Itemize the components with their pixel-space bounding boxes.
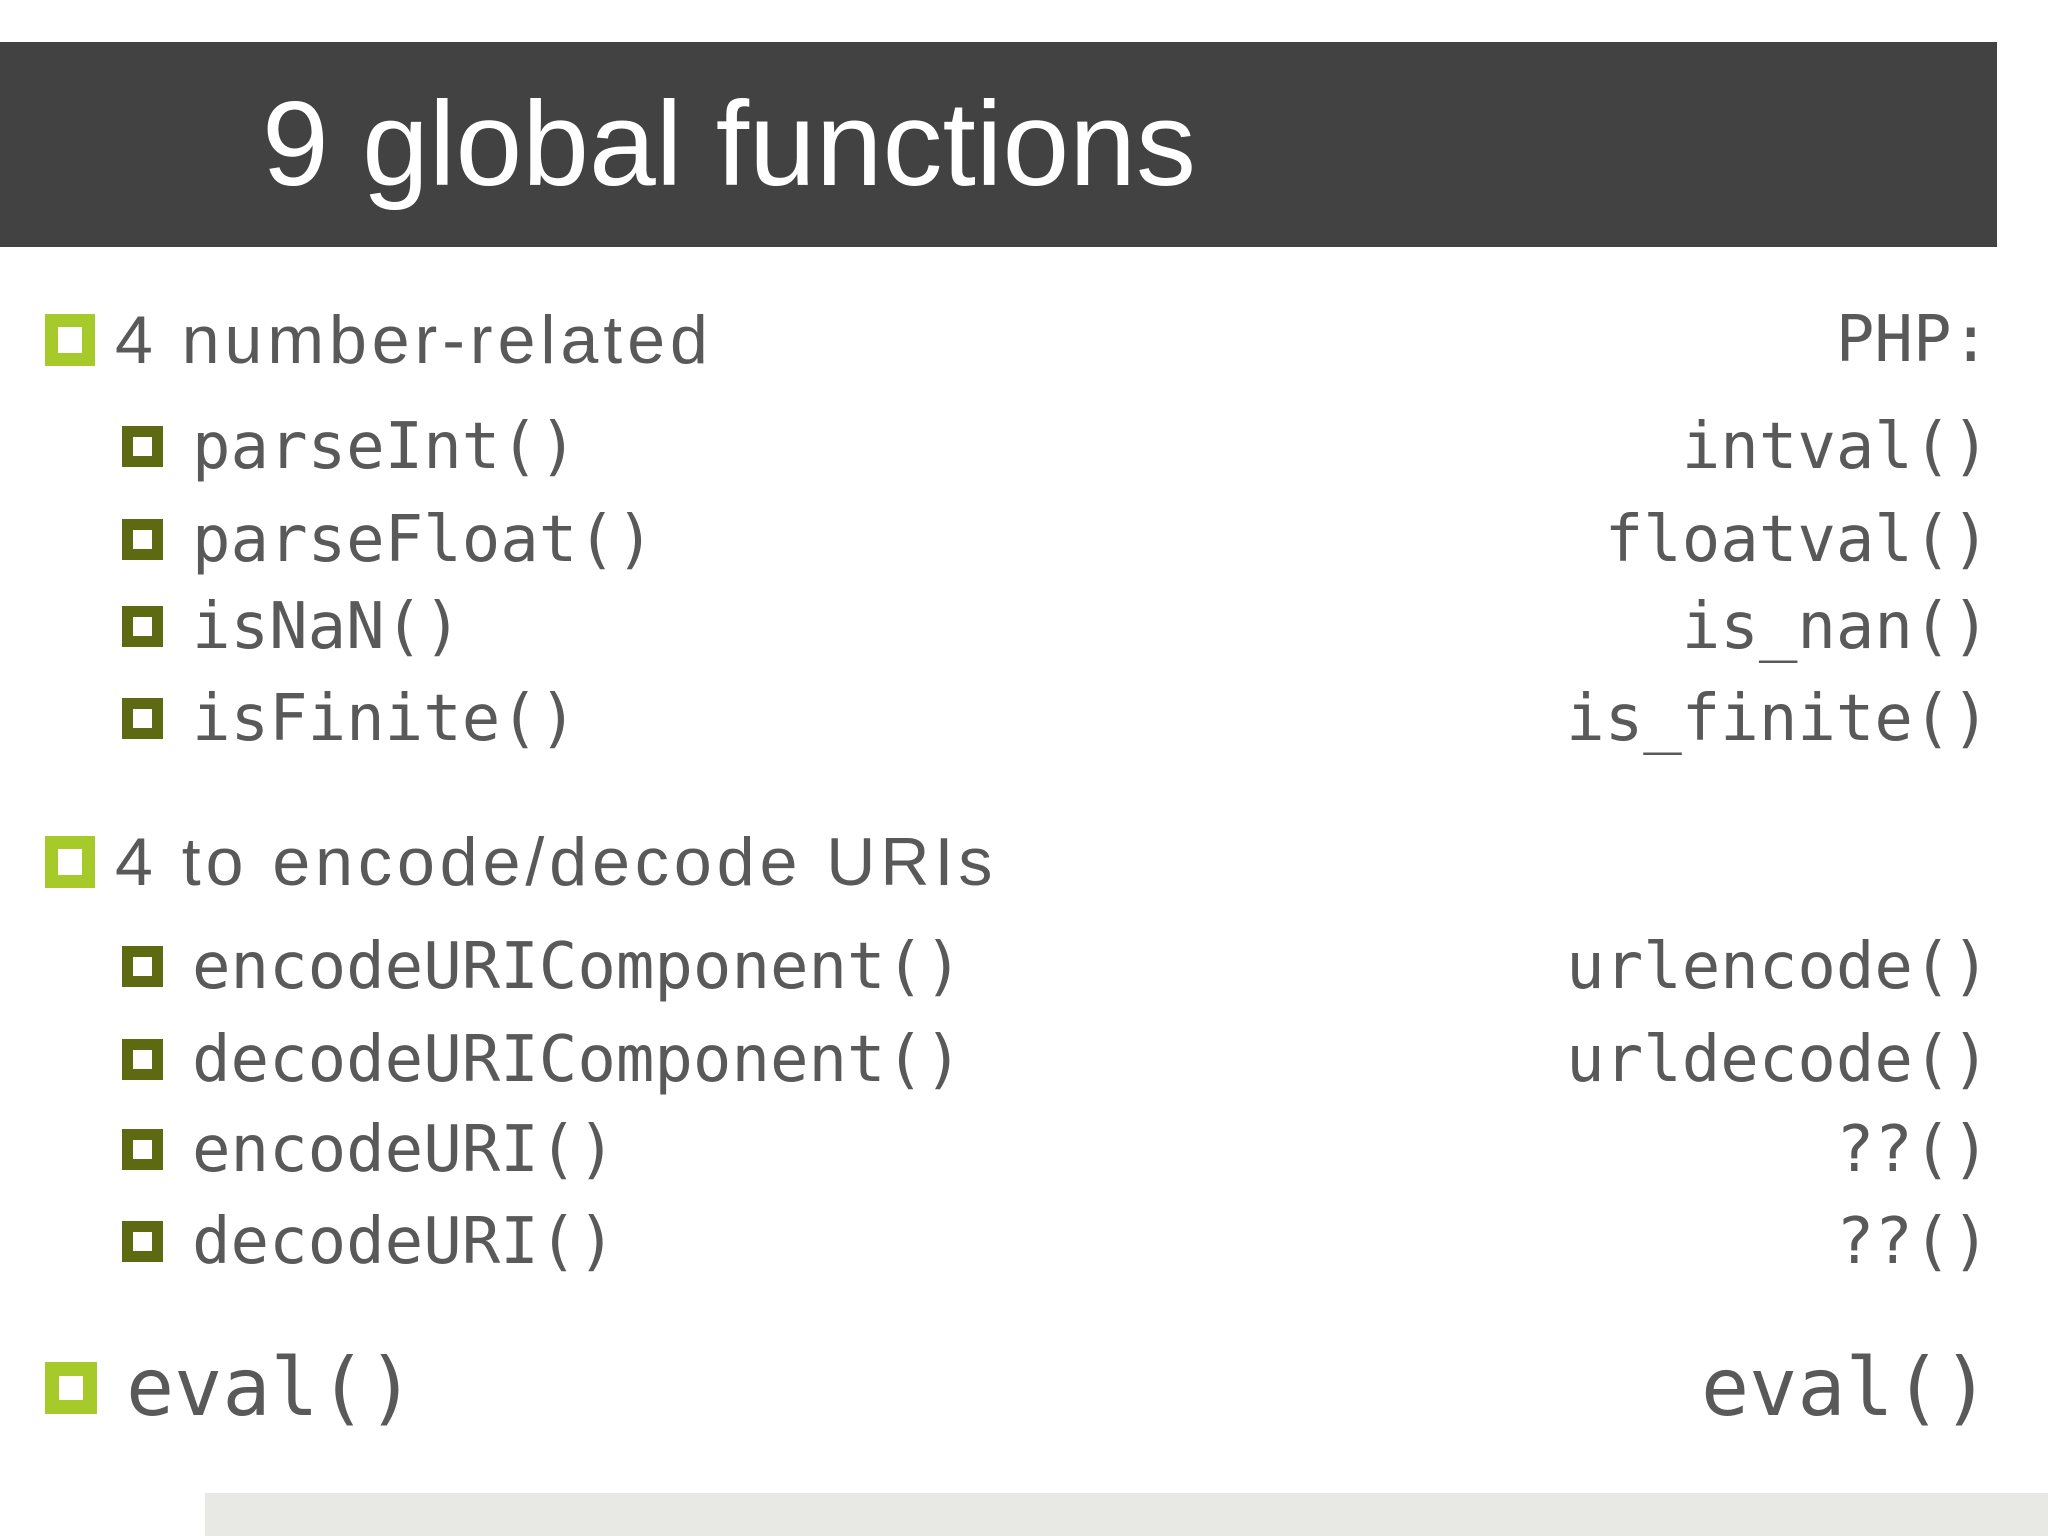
level2-bullet-icon xyxy=(122,698,163,739)
php-function: ??() xyxy=(1835,1205,1990,1279)
js-function: eval() xyxy=(126,1341,415,1434)
js-function: encodeURI() xyxy=(192,1113,616,1187)
section-heading: 4 number-related xyxy=(115,302,713,378)
php-function: urldecode() xyxy=(1566,1023,1990,1097)
php-function: floatval() xyxy=(1604,503,1990,577)
function-row: isNaN() is_nan() xyxy=(45,588,1990,666)
js-function: decodeURI() xyxy=(192,1205,616,1279)
title-bar: 9 global functions xyxy=(0,42,1997,247)
js-function: isNaN() xyxy=(192,590,462,664)
php-function: eval() xyxy=(1701,1341,1990,1434)
js-function: isFinite() xyxy=(192,682,578,756)
function-row: isFinite() is_finite() xyxy=(45,680,1990,758)
php-function: is_nan() xyxy=(1681,590,1990,664)
section-header-row: eval() eval() xyxy=(45,1338,1990,1438)
level2-bullet-icon xyxy=(122,1129,163,1170)
level2-bullet-icon xyxy=(122,1221,163,1262)
level2-bullet-icon xyxy=(122,519,163,560)
level2-bullet-icon xyxy=(122,946,163,987)
php-column-label: PHP: xyxy=(1835,303,1990,377)
level1-bullet-icon xyxy=(45,836,95,888)
js-function: encodeURIComponent() xyxy=(192,930,963,1004)
function-row: parseFloat() floatval() xyxy=(45,501,1990,579)
function-row: encodeURI() ??() xyxy=(45,1111,1990,1189)
php-function: intval() xyxy=(1681,410,1990,484)
function-row: encodeURIComponent() urlencode() xyxy=(45,928,1990,1006)
function-row: decodeURIComponent() urldecode() xyxy=(45,1021,1990,1099)
level2-bullet-icon xyxy=(122,1039,163,1080)
function-row: parseInt() intval() xyxy=(45,408,1990,486)
page-title: 9 global functions xyxy=(262,77,1196,211)
function-row: decodeURI() ??() xyxy=(45,1203,1990,1281)
php-function: ??() xyxy=(1835,1113,1990,1187)
section-header-row: 4 to encode/decode URIs xyxy=(45,820,1990,904)
level2-bullet-icon xyxy=(122,426,163,467)
level2-bullet-icon xyxy=(122,606,163,647)
js-function: parseInt() xyxy=(192,410,578,484)
php-function: urlencode() xyxy=(1566,930,1990,1004)
js-function: parseFloat() xyxy=(192,503,655,577)
section-heading: 4 to encode/decode URIs xyxy=(115,824,998,900)
level1-bullet-icon xyxy=(45,314,95,366)
code-block-partial xyxy=(205,1493,2048,1536)
js-function: decodeURIComponent() xyxy=(192,1023,963,1097)
level1-bullet-icon xyxy=(45,1362,97,1414)
php-function: is_finite() xyxy=(1566,682,1990,756)
section-header-row: 4 number-related PHP: xyxy=(45,298,1990,382)
